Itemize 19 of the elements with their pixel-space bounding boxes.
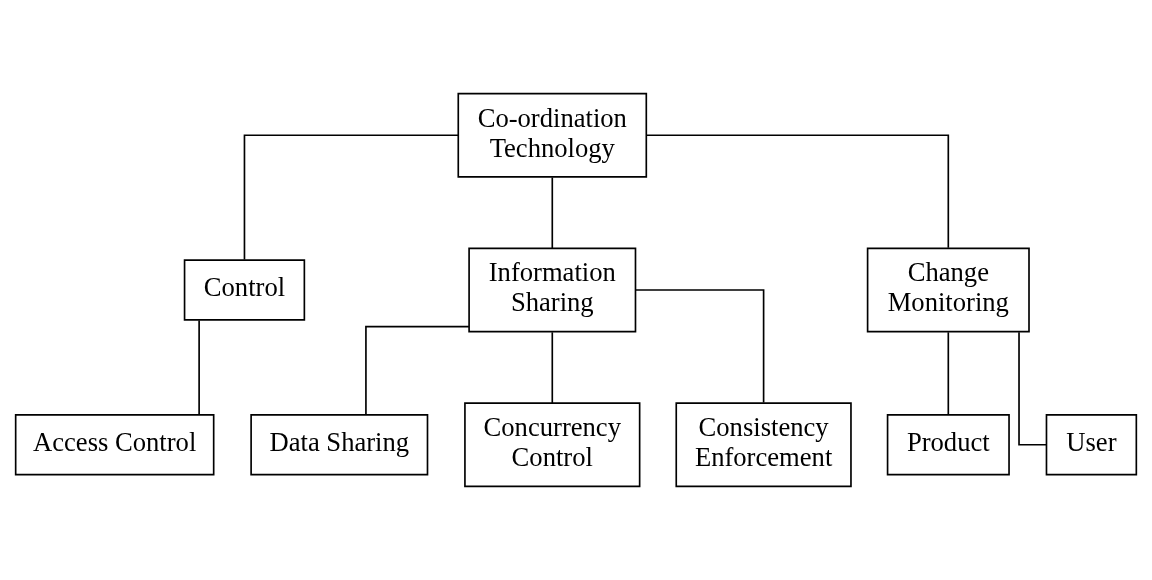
node-box: Change Monitoring — [866, 247, 1030, 333]
connector — [551, 176, 554, 250]
connector — [551, 331, 554, 404]
connector — [947, 331, 950, 416]
node-box: Access Control — [14, 413, 215, 476]
connector — [365, 325, 470, 416]
connector — [243, 134, 460, 261]
connector — [634, 289, 765, 404]
node-box: Concurrency Control — [464, 402, 641, 488]
connector — [1018, 331, 1047, 446]
node-box: Data Sharing — [250, 413, 429, 476]
node-box: Product — [886, 413, 1010, 476]
node-box: Information Sharing — [468, 247, 637, 333]
connector — [645, 134, 950, 249]
node-box: Control — [183, 259, 306, 321]
node-box: Consistency Enforcement — [675, 402, 852, 488]
connector — [198, 319, 200, 416]
node-box: Co-ordination Technology — [457, 92, 648, 178]
node-box: User — [1045, 413, 1138, 476]
